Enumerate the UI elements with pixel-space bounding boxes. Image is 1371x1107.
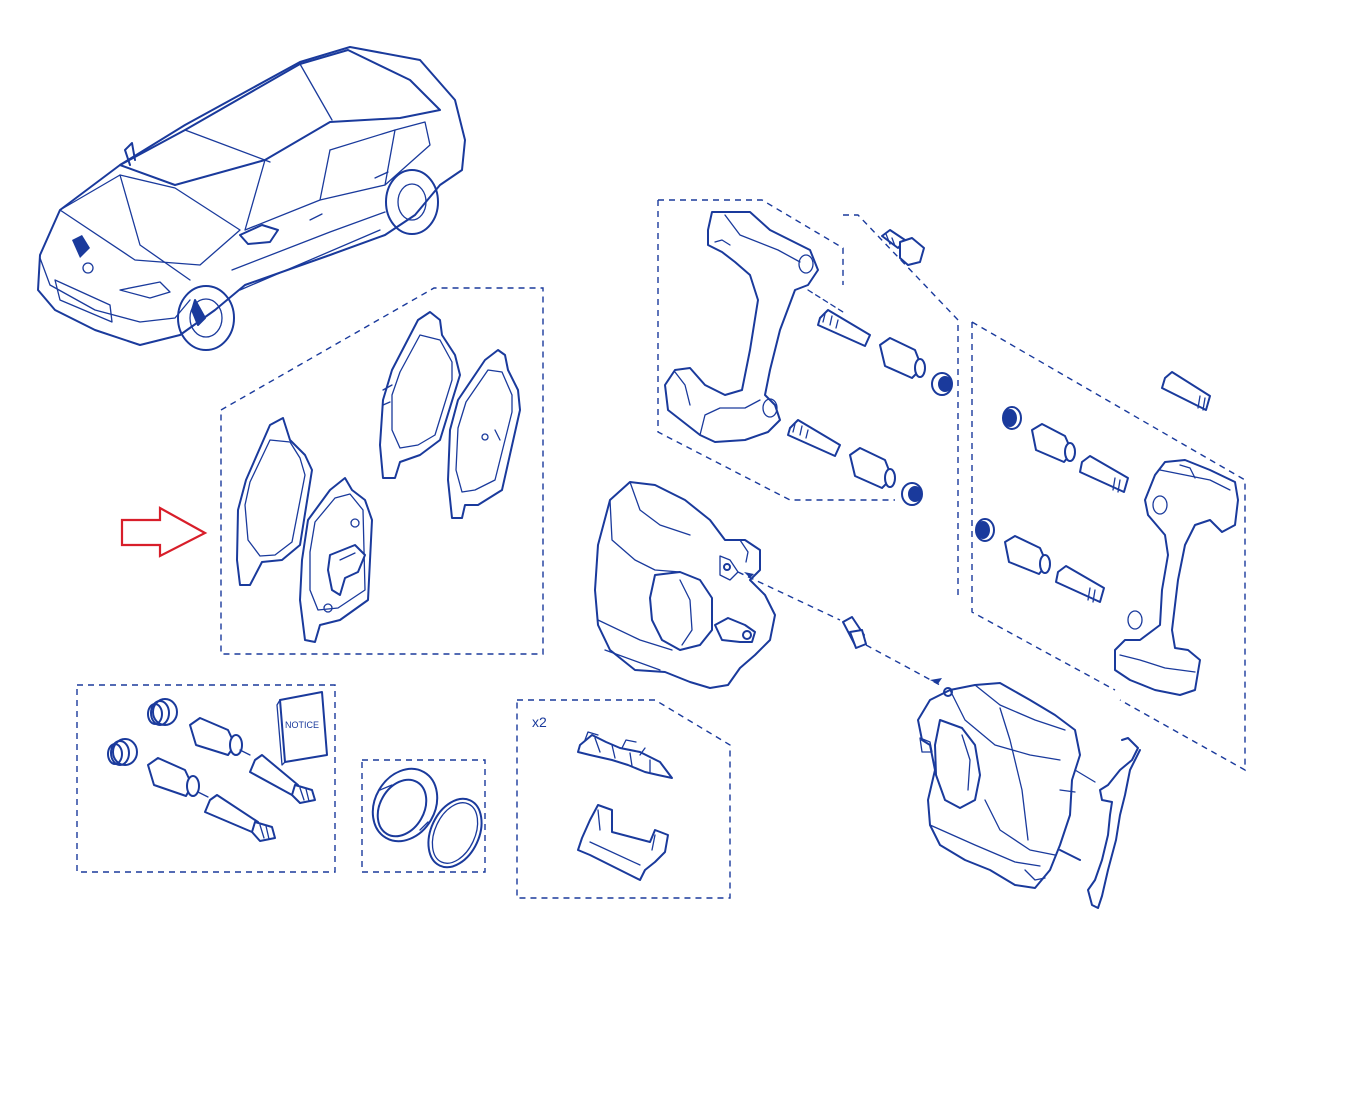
caliper-bracket-frame-left — [657, 199, 895, 501]
assembly-line-1 — [737, 571, 841, 621]
seal-ring — [427, 797, 483, 869]
boot-1 — [189, 717, 251, 756]
slide-pins-right — [975, 371, 1211, 603]
caliper-bracket-right — [971, 321, 1246, 772]
clip-kit: x2 — [516, 699, 731, 899]
caliper-bracket-frame-right — [971, 321, 1246, 772]
brake-caliper-right — [917, 682, 1081, 889]
brake-pad-3 — [379, 311, 461, 479]
slide-pins-upper — [787, 289, 953, 506]
clip-lower — [577, 804, 669, 881]
spring-1 — [147, 698, 178, 726]
quantity-label: x2 — [532, 714, 547, 730]
brake-pad-set — [220, 287, 544, 655]
dust-boot — [371, 767, 439, 843]
bleed-screw — [842, 616, 867, 649]
boot-2 — [147, 757, 209, 798]
brake-pad-1 — [236, 417, 313, 586]
clip-upper — [577, 731, 673, 779]
bracket-bolt — [843, 214, 959, 600]
guide-pin-kit-frame — [76, 684, 336, 873]
assembly-line-2 — [865, 644, 941, 686]
pin-2 — [204, 794, 276, 842]
brake-pad-2 — [299, 477, 373, 643]
spring-2 — [107, 738, 138, 766]
clip-kit-frame — [516, 699, 731, 899]
brake-caliper-middle — [594, 481, 776, 689]
bolt-frame — [843, 214, 959, 600]
guide-pin-kit: NOTICE — [76, 684, 336, 873]
piston-seal-kit-frame — [361, 759, 486, 873]
notice-booklet: NOTICE — [276, 691, 328, 766]
caliper-bracket-left — [657, 199, 895, 501]
brake-pad-set-frame — [220, 287, 544, 655]
piston-seal-kit — [361, 759, 486, 873]
wear-indicator-spring — [1059, 737, 1141, 909]
brake-pad-4 — [447, 349, 521, 519]
pin-1 — [249, 754, 316, 804]
notice-label: NOTICE — [285, 720, 319, 730]
car-illustration — [37, 46, 466, 351]
indicator-arrow-icon — [120, 506, 208, 558]
